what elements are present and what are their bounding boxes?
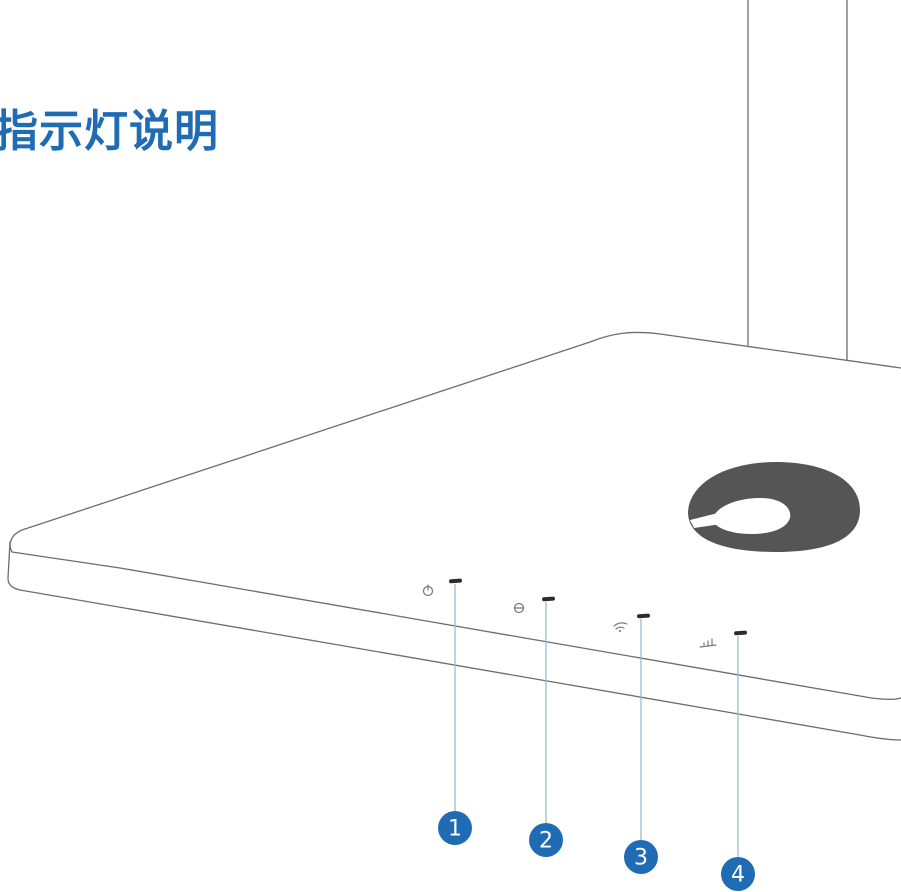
router-body xyxy=(7,331,901,741)
badge-2: 2 xyxy=(529,823,563,857)
badge-number: 2 xyxy=(539,829,553,854)
badge-3: 3 xyxy=(624,840,658,874)
indicator-icons xyxy=(422,584,717,648)
badge-1: 1 xyxy=(438,811,472,845)
badge-number: 1 xyxy=(448,817,462,842)
internet-icon xyxy=(513,602,525,614)
badge-number: 4 xyxy=(731,863,745,888)
power-icon xyxy=(422,584,434,597)
indicator-leds xyxy=(449,578,747,636)
page-title: 指示灯说明 xyxy=(0,106,219,157)
badge-number: 3 xyxy=(634,846,648,871)
antenna-lines xyxy=(747,0,848,361)
led-3 xyxy=(637,613,650,619)
led-1 xyxy=(449,578,462,584)
leader-lines xyxy=(454,584,739,858)
badge-4: 4 xyxy=(721,857,755,891)
led-4 xyxy=(734,630,747,636)
led-2 xyxy=(542,596,555,602)
wifi-icon xyxy=(613,622,628,632)
signal-icon xyxy=(699,638,717,648)
logo-ring-icon xyxy=(688,462,860,552)
